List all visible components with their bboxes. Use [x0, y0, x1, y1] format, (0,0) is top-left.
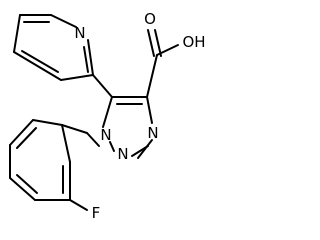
carboxylic-acid-group — [146, 29, 179, 98]
pyridine-ring — [13, 14, 94, 81]
triazole-n3-label: N — [147, 124, 158, 142]
hydroxyl-label: OH — [182, 33, 205, 51]
triazole-ring — [102, 96, 153, 159]
chemical-structure: N O OH N N N F — [9, 10, 206, 222]
fluorophenyl-ring — [9, 119, 100, 211]
triazole-n1-label: N — [100, 126, 111, 144]
pyridine-triazole-bond — [92, 74, 113, 98]
pyridine-nitrogen-label: N — [74, 24, 85, 42]
carbonyl-oxygen-label: O — [144, 10, 156, 28]
fluorine-label: F — [92, 204, 101, 222]
triazole-n2-label: N — [117, 145, 128, 163]
